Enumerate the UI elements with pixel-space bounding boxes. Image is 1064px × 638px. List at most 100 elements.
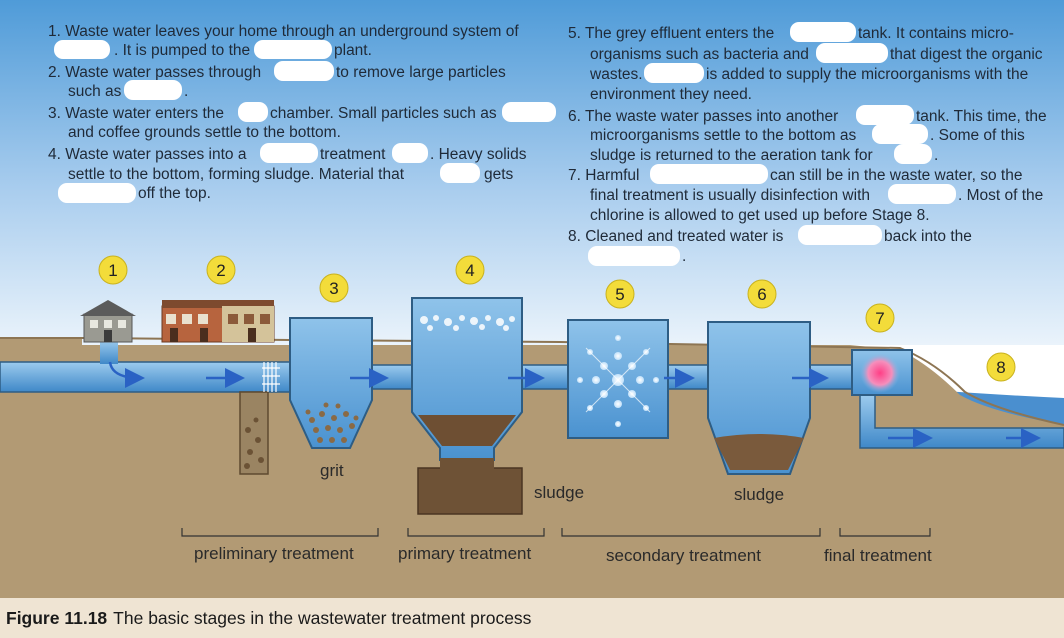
chlorine-glow-icon — [860, 353, 900, 393]
step-6-line-6: . — [934, 147, 938, 164]
bubble-rays — [585, 347, 651, 413]
blank-6a[interactable] — [856, 105, 914, 125]
step-6-line-3: microorganisms settle to the bottom as — [590, 127, 856, 144]
step-6-line-4: . Some of this — [930, 127, 1025, 144]
blank-3a[interactable] — [238, 102, 268, 122]
caption-band — [0, 598, 1064, 638]
blank-4c[interactable] — [440, 163, 480, 183]
step-4-line-4: settle to the bottom, forming sludge. Ma… — [68, 166, 405, 183]
sludge-pipe — [440, 458, 494, 470]
house-icon — [80, 300, 136, 343]
badge-number: 8 — [996, 358, 1005, 377]
step-badge-5: 5 — [605, 279, 635, 309]
step-2-line-2: to remove large particles — [336, 64, 506, 81]
step-7-line-2: can still be in the waste water, so the — [770, 167, 1022, 184]
row-houses-icon — [161, 300, 275, 343]
blank-5b[interactable] — [816, 43, 888, 63]
screen-grit-dots — [244, 417, 264, 469]
blank-5a[interactable] — [790, 22, 856, 42]
blank-6b[interactable] — [872, 124, 928, 144]
badge-number: 2 — [216, 261, 225, 280]
grit-chamber — [289, 317, 373, 449]
blank-4d[interactable] — [58, 183, 136, 203]
step-badge-8: 8 — [986, 352, 1016, 382]
primary-sludge-label: sludge — [534, 483, 584, 502]
blank-1a[interactable] — [54, 40, 110, 59]
step-7-line-1: 7. Harmful — [568, 167, 640, 184]
badge-circle — [319, 273, 349, 303]
grit-label: grit — [320, 461, 344, 480]
step-7-line-5: chlorine is allowed to get used up befor… — [590, 207, 930, 224]
step-7-line-3: final treatment is usually disinfection … — [590, 187, 870, 204]
step-3-line-3: and coffee grounds settle to the bottom. — [68, 124, 341, 141]
step-4-line-6: off the top. — [138, 185, 211, 202]
step-5-line-4: that digest the organic — [890, 46, 1043, 63]
figure-caption: Figure 11.18 The basic stages in the wast… — [6, 608, 532, 628]
step-4-line-1: 4. Waste water passes into a — [48, 146, 247, 163]
blank-6c[interactable] — [894, 144, 932, 164]
step-badge-4: 4 — [455, 255, 485, 285]
blank-2a[interactable] — [274, 61, 334, 81]
badge-number: 4 — [465, 261, 474, 280]
blank-7a[interactable] — [650, 164, 768, 184]
step-4-line-5: gets — [484, 166, 514, 183]
blank-8b[interactable] — [588, 246, 680, 266]
stage-secondary: secondary treatment — [606, 546, 761, 565]
badge-number: 7 — [875, 309, 884, 328]
badge-circle — [98, 255, 128, 285]
step-7-line-4: . Most of the — [958, 187, 1043, 204]
stage-final: final treatment — [824, 546, 932, 565]
step-badge-3: 3 — [319, 273, 349, 303]
step-8-line-2: back into the — [884, 228, 972, 245]
blank-4a[interactable] — [260, 143, 318, 163]
step-badge-7: 7 — [865, 303, 895, 333]
figure-title: The basic stages in the wastewater treat… — [113, 608, 532, 628]
step-2-line-3: such as — [68, 83, 122, 100]
ground-edge — [0, 337, 1064, 426]
scum-bubbles — [420, 315, 515, 331]
step-5-line-6: is added to supply the microorganisms wi… — [706, 66, 1028, 83]
step-5-line-5: wastes. — [589, 66, 643, 83]
step-badge-6: 6 — [747, 279, 777, 309]
flow-arrow-icon — [108, 361, 1041, 448]
inflow-pipe — [0, 361, 291, 393]
step-2-line-4: . — [184, 83, 188, 100]
blank-3b[interactable] — [502, 102, 556, 122]
step-6-line-5: sludge is returned to the aeration tank … — [590, 147, 873, 164]
blank-5c[interactable] — [644, 63, 704, 83]
steps-left: 1. Waste water leaves your home through … — [48, 23, 556, 203]
step-4-line-3: . Heavy solids — [430, 146, 527, 163]
bar-screen-icon — [262, 362, 280, 392]
secondary-sludge-label: sludge — [734, 485, 784, 504]
blank-8a[interactable] — [798, 225, 882, 245]
step-badge-2: 2 — [206, 255, 236, 285]
step-3-line-1: 3. Waste water enters the — [48, 105, 224, 122]
step-1-line-2: . It is pumped to the — [114, 42, 250, 59]
step-1-line-1: 1. Waste water leaves your home through … — [48, 23, 519, 40]
blank-7b[interactable] — [888, 184, 956, 204]
badge-circle — [986, 352, 1016, 382]
blank-2b[interactable] — [124, 80, 182, 100]
screen-shaft — [239, 391, 269, 475]
stage-brackets — [181, 528, 931, 537]
step-4-line-2: treatment — [320, 146, 386, 163]
blank-4b[interactable] — [392, 143, 428, 163]
step-5-line-7: environment they need. — [590, 86, 752, 103]
step-badges: 1 2 3 4 5 6 7 8 — [98, 255, 1016, 382]
step-5-line-3: organisms such as bacteria and — [590, 46, 809, 63]
badge-circle — [865, 303, 895, 333]
stage-primary: primary treatment — [398, 544, 531, 563]
step-5-line-1: 5. The grey effluent enters the — [568, 25, 774, 42]
blank-1b[interactable] — [254, 40, 332, 59]
badge-circle — [206, 255, 236, 285]
step-6-line-2: tank. This time, the — [916, 108, 1047, 125]
step-2-line-1: 2. Waste water passes through — [48, 64, 261, 81]
figure-number: Figure 11.18 — [6, 608, 107, 628]
badge-number: 6 — [757, 285, 766, 304]
house-drain — [100, 340, 118, 364]
step-5-line-2: tank. It contains micro- — [858, 25, 1014, 42]
step-8-line-1: 8. Cleaned and treated water is — [568, 228, 784, 245]
step-badge-1: 1 — [98, 255, 128, 285]
